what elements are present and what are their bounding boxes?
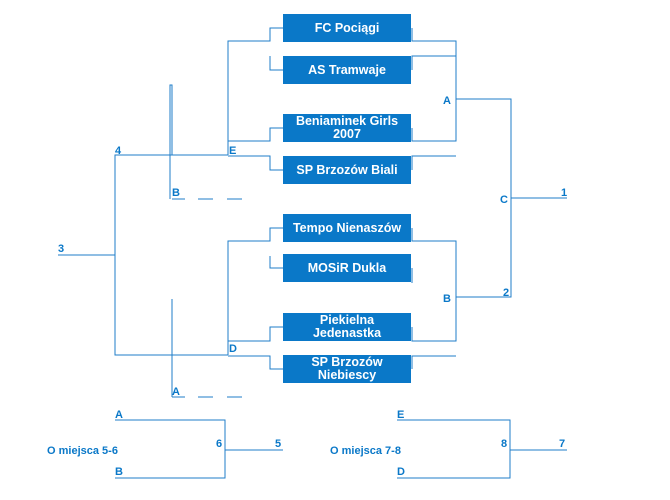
bracket-line-l7 bbox=[228, 326, 283, 342]
bracket-line-r2 bbox=[411, 55, 456, 70]
bracket-line-l6 bbox=[269, 256, 283, 269]
bracket-line-r5 bbox=[411, 228, 457, 297]
semi-label-4: 4 bbox=[115, 145, 122, 157]
third-place-label: 3 bbox=[58, 243, 65, 255]
team-box[interactable]: MOSiR Dukla bbox=[283, 254, 411, 282]
team-box[interactable]: AS Tramwaje bbox=[283, 56, 411, 84]
match-label-a: A bbox=[443, 95, 451, 107]
bracket-line-l2 bbox=[269, 56, 283, 71]
match-label-a-left: A bbox=[172, 386, 180, 398]
match-label-e: E bbox=[229, 145, 237, 157]
bracket-line-lb-bottom bbox=[171, 299, 228, 397]
bracket-line-r7 bbox=[411, 297, 457, 342]
bracket-line-lb-mid-bottom bbox=[114, 255, 172, 356]
bracket-line-l5 bbox=[227, 227, 283, 355]
team-box[interactable]: Tempo Nienaszów bbox=[283, 214, 411, 242]
team-box[interactable]: SP Brzozów Niebiescy bbox=[283, 355, 411, 383]
bracket-line-r8 bbox=[411, 355, 456, 369]
bracket-line-r4 bbox=[411, 155, 456, 170]
final-winner-label: 1 bbox=[561, 187, 568, 199]
match-label-d: D bbox=[229, 343, 237, 355]
placement-7-8-seed-bottom: D bbox=[397, 466, 405, 478]
bracket-line-p56 bbox=[115, 419, 226, 479]
placement-5-6-title: O miejsca 5-6 bbox=[47, 445, 118, 457]
bracket-line-lb-mid-top bbox=[114, 154, 172, 255]
team-box[interactable]: FC Pociągi bbox=[283, 14, 411, 42]
bracket-line-sf-a bbox=[456, 98, 512, 198]
placement-5-6-seed-bottom: B bbox=[115, 466, 123, 478]
bracket-line-l4 bbox=[228, 155, 283, 171]
placement-5-6-winner: 5 bbox=[275, 438, 282, 450]
placement-5-6-seed-top: A bbox=[115, 409, 123, 421]
final-loser-label: 2 bbox=[503, 287, 510, 299]
bracket-line-p78 bbox=[397, 419, 511, 479]
team-box[interactable]: Piekielna Jedenastka bbox=[283, 313, 411, 341]
match-label-c: C bbox=[500, 194, 508, 206]
bracket-line-sf-b bbox=[456, 198, 512, 298]
bracket-line-r1 bbox=[411, 28, 457, 99]
match-label-b: B bbox=[443, 293, 451, 305]
bracket-line-l8 bbox=[228, 355, 283, 370]
placement-5-6-match: 6 bbox=[216, 438, 223, 450]
bracket-line-l1 bbox=[227, 27, 283, 155]
bracket-line-lb-top bbox=[169, 84, 228, 199]
placement-7-8-title: O miejsca 7-8 bbox=[330, 445, 401, 457]
team-box[interactable]: Beniaminek Girls 2007 bbox=[283, 114, 411, 142]
bracket-line-r3 bbox=[411, 99, 457, 142]
bracket-line-l3 bbox=[228, 127, 283, 142]
placement-7-8-winner: 7 bbox=[559, 438, 566, 450]
placement-7-8-match: 8 bbox=[501, 438, 508, 450]
team-box[interactable]: SP Brzozów Biali bbox=[283, 156, 411, 184]
placement-7-8-seed-top: E bbox=[397, 409, 405, 421]
match-label-b-left: B bbox=[172, 187, 180, 199]
